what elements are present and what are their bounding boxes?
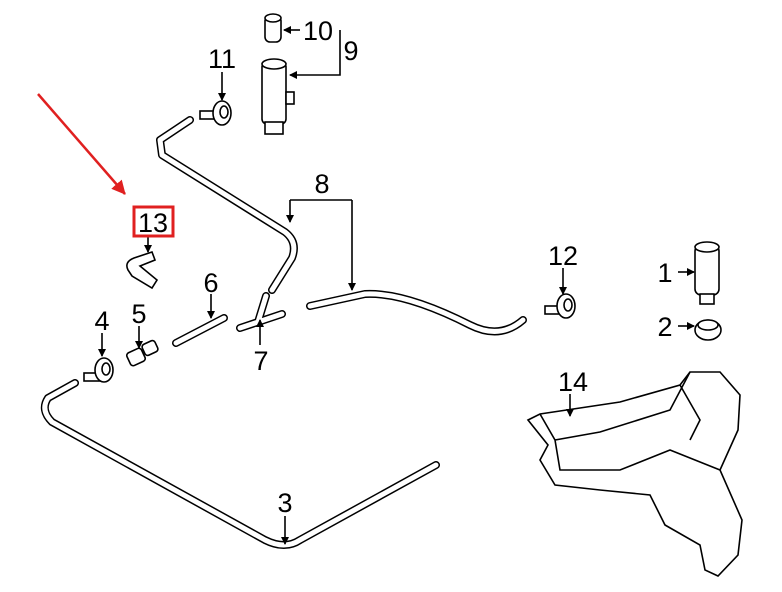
- part-14-washer-reservoir[interactable]: [526, 371, 743, 577]
- callout-10: 10: [303, 16, 333, 46]
- hose-upper: [156, 116, 298, 294]
- hose-8-right: [306, 289, 527, 336]
- highlight-arrow: [37, 93, 126, 195]
- part-12-nozzle[interactable]: [544, 293, 576, 319]
- part-1-washer-pump[interactable]: [694, 241, 720, 305]
- part-7-y-connector[interactable]: [236, 292, 286, 332]
- callout-4: 4: [94, 306, 109, 336]
- part-13-elbow-connector[interactable]: [126, 250, 159, 290]
- part-10-cap[interactable]: [264, 13, 282, 43]
- part-4-nozzle[interactable]: [83, 357, 114, 383]
- callout-1: 1: [657, 258, 672, 288]
- callout-12: 12: [548, 241, 578, 271]
- leader-lines: [98, 26, 695, 545]
- callout-6: 6: [203, 268, 218, 298]
- callout-2: 2: [657, 312, 672, 342]
- callout-8: 8: [314, 169, 329, 199]
- callout-11: 11: [208, 44, 236, 74]
- callout-9: 9: [343, 36, 358, 66]
- hose-3: [40, 379, 440, 549]
- callout-13[interactable]: 13: [138, 208, 168, 238]
- callout-14: 14: [558, 367, 588, 397]
- part-9-nozzle-cylinder[interactable]: [261, 58, 295, 135]
- part-5-connector[interactable]: [125, 339, 159, 367]
- callout-3: 3: [277, 488, 292, 518]
- part-2-grommet[interactable]: [694, 319, 722, 341]
- callout-5: 5: [131, 299, 146, 329]
- callout-7: 7: [253, 346, 268, 376]
- highlight-box-13: [132, 205, 175, 238]
- part-6-hose-section[interactable]: [172, 314, 228, 347]
- part-11-nozzle[interactable]: [199, 100, 232, 126]
